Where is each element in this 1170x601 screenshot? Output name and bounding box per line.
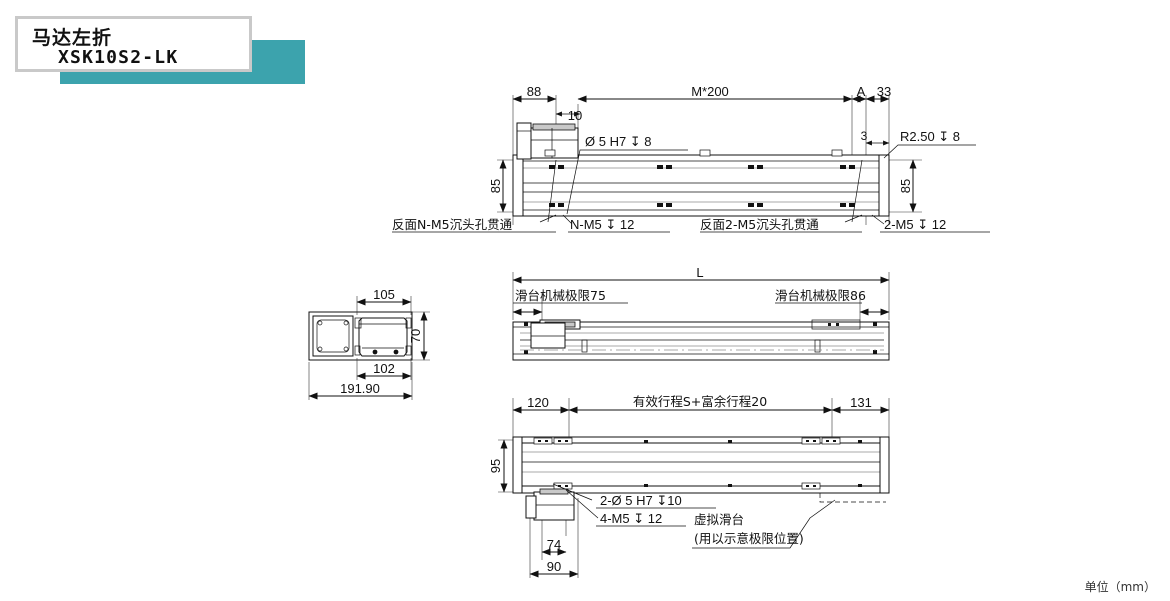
dim-value-10: 10	[568, 108, 582, 123]
callout-dowel-bottom: 2-Ø 5 H7 ↧10	[552, 483, 716, 509]
dim-section-width-102: 102	[356, 361, 412, 380]
dim-right-end: 33	[865, 84, 891, 103]
dim-bottom-120: 120	[512, 395, 570, 414]
dim-value-85-left: 85	[488, 179, 503, 193]
dim-value-95: 95	[488, 459, 503, 473]
dim-motor-width: 10	[555, 108, 582, 123]
callout-n-m5: N-M5 ↧ 12	[562, 214, 670, 233]
callout-limit-left: 滑台机械极限75	[512, 288, 628, 316]
title-model-code: XSK10S2-LK	[58, 47, 179, 68]
callout-text-back-2-m5: 反面2-M5沉头孔贯通	[700, 217, 819, 232]
bottom-view-motor-block	[525, 488, 575, 521]
dim-side-overall-length: L	[512, 265, 890, 284]
dim-pitch-total: M*200	[577, 84, 853, 103]
dim-height-right: 85	[898, 159, 917, 213]
callout-text-virtual-slider-1: 虚拟滑台	[694, 512, 744, 527]
section-motor-housing	[312, 315, 354, 357]
dim-value-74: 74	[547, 537, 561, 552]
callout-limit-right: 滑台机械极限86	[775, 288, 890, 316]
dim-top-left-offset: 88	[512, 84, 557, 103]
callout-text-dowel-bottom: 2-Ø 5 H7 ↧10	[600, 493, 682, 508]
top-view-rail-body	[512, 154, 890, 217]
callout-text-dowel: Ø 5 H7 ↧ 8	[585, 134, 652, 149]
callout-text-limit-right: 滑台机械极限86	[775, 288, 866, 303]
callout-radius-top: R2.50 ↧ 8	[883, 129, 976, 159]
side-view-body	[512, 319, 890, 361]
bottom-view-body	[512, 436, 890, 521]
callout-text-n-m5: N-M5 ↧ 12	[570, 217, 634, 232]
callout-dowel-top: Ø 5 H7 ↧ 8	[566, 134, 688, 215]
dim-value-88: 88	[527, 84, 541, 99]
bottom-view: 120 有效行程S+富余行程20 131 95 74 90	[488, 394, 890, 578]
dim-value-120: 120	[527, 395, 549, 410]
callout-2-m5: 2-M5 ↧ 12	[871, 214, 990, 233]
title-frame: 马达左折 XSK10S2-LK	[15, 16, 252, 72]
top-view: 88 10 M*200 A 33 3 85	[392, 84, 990, 233]
dim-value-stroke: 有效行程S+富余行程20	[633, 394, 767, 409]
dim-value-70: 70	[408, 329, 423, 343]
callout-back-2-m5: 反面2-M5沉头孔贯通	[700, 159, 863, 233]
dim-value-A: A	[857, 84, 866, 99]
dim-bottom-height-95: 95	[488, 439, 508, 493]
top-view-mounting-holes	[544, 149, 855, 207]
cross-section-view: 105 102 70 191.90	[308, 287, 430, 400]
dim-right-edge: 3	[861, 129, 890, 146]
unit-note: 单位（mm）	[1084, 580, 1156, 594]
callout-text-2-m5: 2-M5 ↧ 12	[884, 217, 946, 232]
dim-bottom-90: 90	[529, 559, 579, 578]
callout-m5-bottom: 4-M5 ↧ 12	[565, 489, 686, 527]
dim-bottom-131: 131	[831, 395, 890, 414]
dim-section-height-70: 70	[408, 311, 428, 361]
dim-value-105: 105	[373, 287, 395, 302]
callout-back-n-m5: 反面N-M5沉头孔贯通	[392, 159, 557, 233]
callout-text-limit-left: 滑台机械极限75	[515, 288, 606, 303]
dim-a-segment: A	[851, 84, 867, 103]
dim-value-3: 3	[861, 129, 868, 143]
dim-height-left: 85	[488, 159, 507, 213]
dim-value-33: 33	[877, 84, 891, 99]
dim-value-85-right: 85	[898, 179, 913, 193]
title-block: 马达左折 XSK10S2-LK	[0, 8, 305, 84]
dim-section-width-105: 105	[356, 287, 412, 306]
top-view-motor-block	[516, 122, 579, 160]
side-elevation-view: L 滑台机械极限75 滑台机械极限86	[512, 265, 890, 361]
callout-text-radius: R2.50 ↧ 8	[900, 129, 960, 144]
callout-text-m5-bottom: 4-M5 ↧ 12	[600, 511, 662, 526]
dim-value-M200: M*200	[691, 84, 729, 99]
title-name-cn: 马达左折	[32, 27, 113, 49]
dim-value-L: L	[696, 265, 703, 280]
dim-bottom-74: 74	[541, 537, 567, 556]
callout-virtual-slider: 虚拟滑台 (用以示意极限位置)	[692, 499, 836, 549]
dim-value-131: 131	[850, 395, 872, 410]
section-rail-body	[354, 317, 412, 357]
dim-section-overall: 191.90	[308, 381, 413, 400]
dim-value-191-90: 191.90	[340, 381, 380, 396]
dim-bottom-stroke: 有效行程S+富余行程20	[568, 394, 833, 414]
bottom-view-virtual-slider	[819, 493, 886, 503]
callout-text-virtual-slider-2: (用以示意极限位置)	[694, 531, 804, 546]
dim-value-90: 90	[547, 559, 561, 574]
callout-text-back-n-m5: 反面N-M5沉头孔贯通	[392, 217, 513, 232]
dim-value-102: 102	[373, 361, 395, 376]
